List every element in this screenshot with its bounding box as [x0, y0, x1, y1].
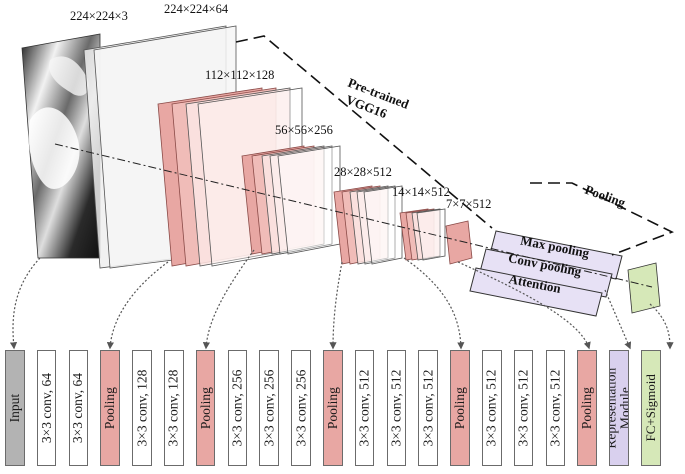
- dim-label-7: 7×7×512: [446, 197, 491, 211]
- layer-block-conv: 3×3 conv, 256: [291, 350, 311, 466]
- pooling-options: [469, 230, 623, 317]
- layer-block-label: 3×3 conv, 128: [165, 369, 181, 447]
- layer-block-conv: 3×3 conv, 512: [513, 350, 534, 466]
- backbone-bracket: [235, 35, 675, 256]
- layer-block-label: 3×3 conv, 512: [547, 369, 563, 447]
- layer-block-label: Representation Module: [609, 367, 629, 449]
- layer-block-label: Input: [6, 393, 22, 423]
- layer-block-fc: FC+Sigmoid: [641, 350, 661, 466]
- layer-block-pool: Pooling: [450, 350, 470, 466]
- layer-block-pool: Pooling: [100, 350, 120, 466]
- dim-label-4: 56×56×256: [275, 123, 333, 137]
- layer-block-conv: 3×3 conv, 256: [259, 350, 279, 466]
- layer-block-pool: Pooling: [195, 350, 216, 466]
- output-vector: [627, 262, 661, 314]
- layer-block-conv: 3×3 conv, 512: [482, 350, 502, 466]
- layer-block-label: FC+Sigmoid: [642, 374, 658, 442]
- layer-block-label: 3×3 conv, 512: [483, 369, 499, 447]
- layer-block-conv: 3×3 conv, 512: [545, 350, 566, 466]
- layer-block-label: 3×3 conv, 256: [292, 369, 308, 447]
- layer-block-label: Pooling: [451, 386, 467, 429]
- dim-label-6: 14×14×512: [392, 185, 450, 199]
- dim-label-2: 224×224×64: [164, 2, 229, 16]
- layer-block-conv: 3×3 conv, 128: [132, 350, 152, 466]
- layer-block-conv: 3×3 conv, 256: [227, 350, 248, 466]
- center-axis: [54, 143, 653, 288]
- layer-block-pool: Pooling: [323, 350, 343, 466]
- layer-block-label: Pooling: [579, 386, 595, 429]
- layer-block-label: 3×3 conv, 512: [420, 369, 436, 447]
- connector-arrows: [9, 249, 674, 350]
- feature-maps-stage2: [157, 87, 303, 267]
- layer-block-label: 3×3 conv, 128: [133, 369, 149, 447]
- layer-block-label: 3×3 conv, 512: [388, 369, 404, 447]
- input-image: [21, 33, 101, 259]
- layer-block-conv: 3×3 conv, 64: [36, 350, 57, 466]
- layer-block-conv: 3×3 conv, 128: [164, 350, 184, 466]
- layer-block-module: Representation Module: [609, 350, 629, 466]
- dim-label-5: 28×28×512: [334, 165, 392, 179]
- layer-block-conv: 3×3 conv, 64: [68, 350, 89, 466]
- layer-block-pool: Pooling: [577, 350, 597, 466]
- layer-block-conv: 3×3 conv, 512: [354, 350, 375, 466]
- layer-block-label: Pooling: [324, 386, 340, 429]
- layer-block-input: Input: [5, 350, 25, 466]
- layer-block-label: 3×3 conv, 64: [70, 372, 86, 444]
- layer-block-conv: 3×3 conv, 512: [386, 350, 407, 466]
- layer-block-label: Pooling: [197, 386, 213, 429]
- layer-block-label: Pooling: [102, 386, 118, 429]
- layer-block-label: 3×3 conv, 512: [356, 369, 372, 447]
- layer-block-conv: 3×3 conv, 512: [418, 350, 438, 466]
- feature-maps-stage3: [241, 145, 341, 255]
- feature-maps-stage4: [333, 185, 403, 265]
- dim-label-1: 224×224×3: [70, 9, 128, 23]
- layer-block-label: 3×3 conv, 64: [38, 372, 54, 444]
- layer-block-label: 3×3 conv, 512: [515, 369, 531, 447]
- layer-block-label: 3×3 conv, 256: [229, 369, 245, 447]
- layer-block-label: 3×3 conv, 256: [261, 369, 277, 447]
- feature-maps-stage6: [445, 220, 473, 265]
- dim-label-3: 112×112×128: [205, 68, 274, 82]
